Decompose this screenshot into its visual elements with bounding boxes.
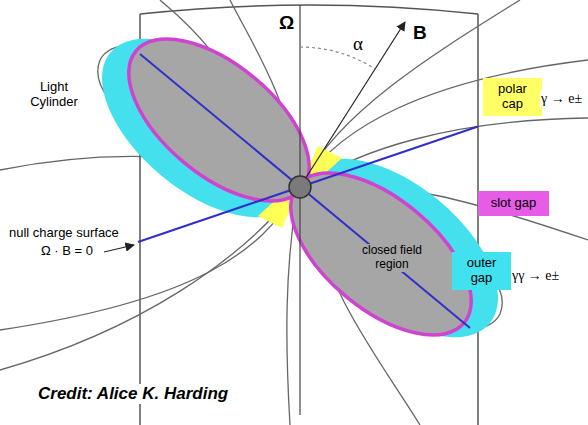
axis-symbol: Ω [278, 12, 295, 34]
gap-key-box: outer gap [452, 252, 511, 290]
axes [104, 5, 478, 415]
neutron-star [289, 176, 311, 198]
gap-key-box: slot gap [478, 191, 549, 216]
field-line [0, 193, 294, 370]
angle-symbol: α [352, 33, 364, 55]
box-text: slot gap [491, 196, 537, 211]
axis-symbol: B [412, 22, 428, 44]
cylinder-top [140, 5, 478, 14]
magnetic-axis-arrow [300, 22, 405, 187]
surface-label: null charge surface [8, 226, 120, 241]
process-formula: γγ → e± [511, 268, 560, 284]
cylinder-wall [477, 14, 479, 425]
credit-caption: Credit: Alice K. Harding [36, 384, 230, 404]
region-label: Light Cylinder [18, 80, 90, 110]
rotation-axis [299, 5, 300, 415]
pointer-arrow [104, 245, 134, 252]
lobe-axis-line [140, 54, 470, 328]
equation-label: Ω · B = 0 [40, 244, 94, 259]
box-text: outer gap [457, 256, 507, 286]
region-label: closed field region [354, 244, 430, 272]
null-charge-line [138, 127, 478, 243]
process-formula: γ → e± [540, 91, 583, 107]
box-text: polar cap [488, 82, 538, 112]
gap-key-box: polar cap [483, 78, 542, 116]
